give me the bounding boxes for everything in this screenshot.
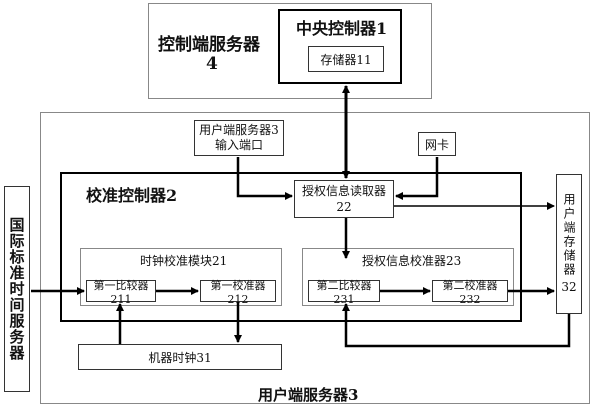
storage-11-label: 存储器11 — [320, 52, 372, 67]
nic-box: 网卡 — [418, 132, 456, 156]
input-port-line2: 输入端口 — [214, 138, 263, 152]
link-input-reader — [236, 157, 293, 200]
user-storage-chars: 用户端存储器 — [562, 193, 576, 277]
first-calibrator-label: 第一校准器212 — [210, 278, 266, 306]
auth-reader-line2: 22 — [336, 200, 352, 214]
input-port-line1: 用户端服务器3 — [199, 123, 279, 137]
second-comparator-231: 第二比较器231 — [308, 279, 380, 306]
second-calibrator-232: 第二校准器232 — [432, 279, 508, 306]
clock-module-title: 时钟校准模块21 — [140, 254, 228, 268]
auth-reader-box: 授权信息读取器 22 — [294, 180, 394, 218]
machine-clock-box: 机器时钟31 — [78, 344, 282, 370]
first-calibrator-212: 第一校准器212 — [200, 279, 276, 306]
second-calibrator-label: 第二校准器232 — [442, 278, 498, 306]
second-comparator-label: 第二比较器231 — [316, 278, 372, 306]
calib-controller-title: 校准控制器2 — [86, 186, 178, 205]
intl-time-server-box: 国际标准时间服务器 — [4, 186, 30, 392]
user-storage-box: 用户端存储器 32 — [556, 174, 582, 314]
nic-label: 网卡 — [424, 137, 449, 152]
control-server-number: 4 — [206, 54, 218, 74]
control-server-title: 控制端服务器 — [158, 35, 260, 55]
first-comparator-label: 第一比较器211 — [93, 278, 149, 306]
central-controller-title: 中央控制器1 — [296, 19, 388, 38]
storage-11: 存储器11 — [308, 46, 384, 72]
link-storage-cmp2 — [342, 303, 571, 348]
auth-reader-line1: 授权信息读取器 — [301, 184, 386, 198]
machine-clock-label: 机器时钟31 — [148, 350, 212, 365]
auth-calib-title: 授权信息校准器23 — [362, 254, 462, 268]
user-server-title: 用户端服务器3 — [258, 386, 359, 404]
user-storage-number: 32 — [561, 280, 577, 294]
input-port-box: 用户端服务器3 输入端口 — [194, 120, 284, 156]
link-nic-reader — [395, 157, 439, 200]
intl-time-server-chars: 国际标准时间服务器 — [7, 217, 26, 361]
first-comparator-211: 第一比较器211 — [86, 279, 156, 306]
